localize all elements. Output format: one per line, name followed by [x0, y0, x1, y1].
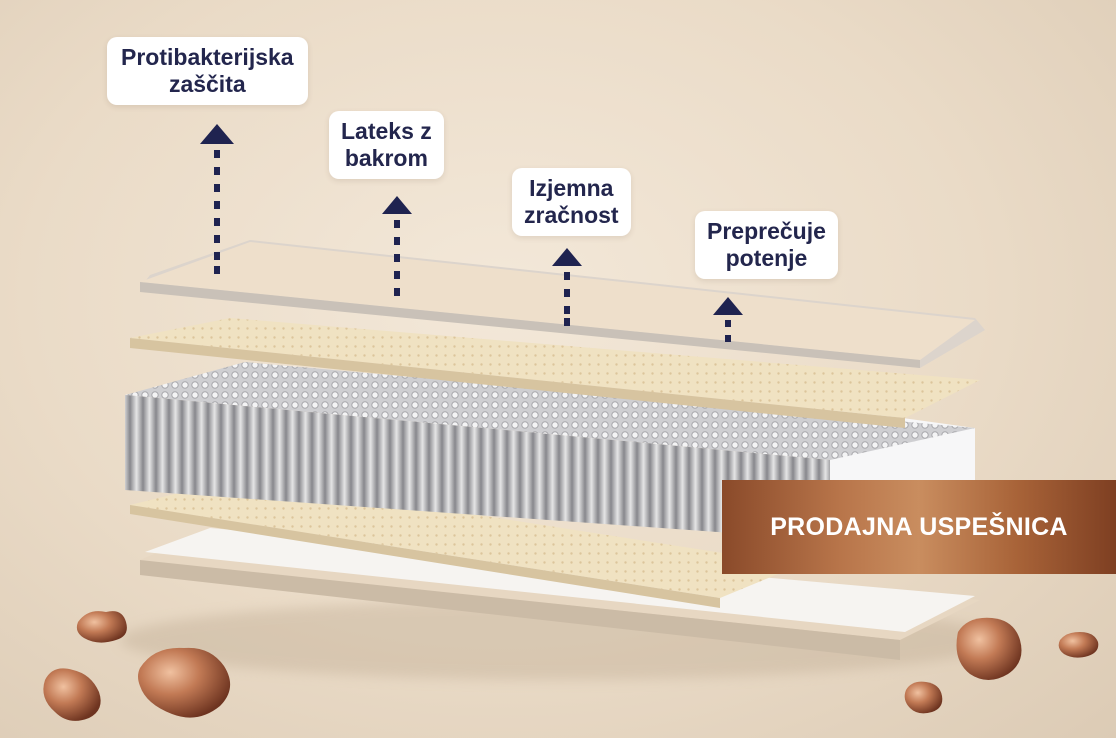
arrow-anti-sweat: [713, 297, 743, 342]
callout-copper-latex-line2: bakrom: [344, 145, 428, 171]
upper-latex-layer: [130, 318, 980, 428]
bestseller-badge-label: PRODAJNA USPEŠNICA: [770, 512, 1068, 541]
copper-nugget-icon: [138, 647, 231, 718]
copper-nugget-icon: [904, 681, 943, 714]
callout-antibacterial: Protibakterijska zaščita: [107, 37, 308, 105]
callout-copper-latex-line1: Lateks z: [341, 118, 432, 144]
callout-breathability: Izjemna zračnost: [512, 168, 631, 236]
callout-anti-sweat-line1: Preprečuje: [707, 218, 826, 244]
copper-nugget-icon: [76, 611, 127, 643]
copper-nugget-icon: [956, 617, 1022, 680]
callout-breathability-line1: Izjemna: [529, 175, 614, 201]
arrow-antibacterial: [200, 124, 234, 274]
callout-anti-sweat: Preprečuje potenje: [695, 211, 838, 279]
callout-breathability-line2: zračnost: [524, 202, 619, 228]
callout-antibacterial-line1: Protibakterijska: [121, 44, 294, 70]
arrow-copper-latex: [382, 196, 412, 296]
copper-nugget-icon: [1058, 632, 1099, 658]
callout-copper-latex: Lateks z bakrom: [329, 111, 444, 179]
copper-nugget-icon: [43, 668, 101, 721]
lower-latex-layer: [130, 478, 800, 608]
bestseller-badge: PRODAJNA USPEŠNICA: [722, 480, 1116, 574]
pocket-spring-core: [125, 362, 975, 540]
top-cover-layer: [140, 240, 985, 368]
arrow-breathability: [552, 248, 582, 326]
callout-antibacterial-line2: zaščita: [168, 71, 246, 97]
callout-anti-sweat-line2: potenje: [725, 245, 808, 271]
